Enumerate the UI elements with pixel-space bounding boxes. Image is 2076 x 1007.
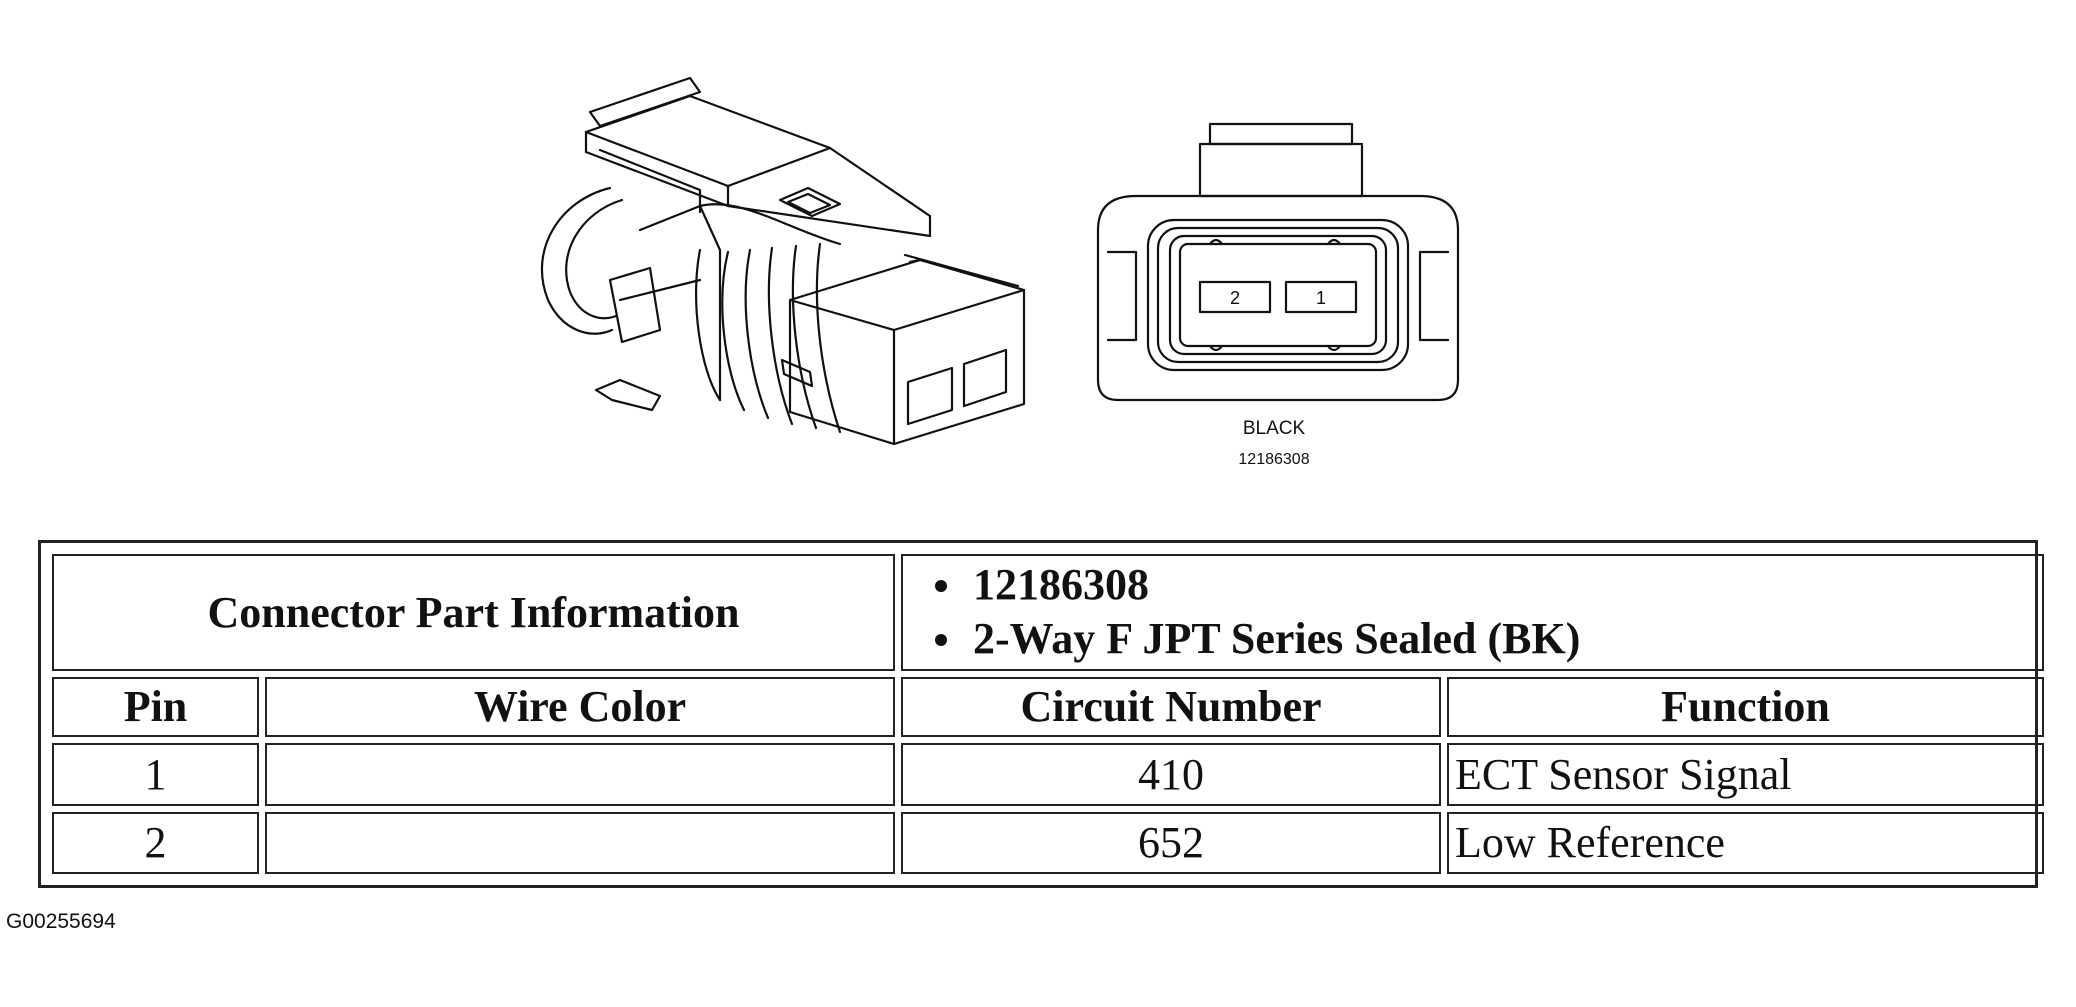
connector-part-number-label: 12186308 xyxy=(1238,451,1310,468)
figure-id: G00255694 xyxy=(6,910,116,933)
cavity-label-1: 1 xyxy=(1316,288,1326,308)
table-row: 1 410 ECT Sensor Signal xyxy=(52,743,2044,806)
column-header-pin: Pin xyxy=(52,676,259,738)
cavity-2 xyxy=(1198,280,1272,314)
table-row: 2 652 Low Reference xyxy=(52,811,2044,874)
part-description-item: 2-Way F JPT Series Sealed (BK) xyxy=(935,612,2036,666)
column-header-circuit-number: Circuit Number xyxy=(901,676,1441,738)
wire-color-cell xyxy=(265,811,895,874)
function-cell: Low Reference xyxy=(1447,811,2044,874)
function-cell: ECT Sensor Signal xyxy=(1447,743,2044,806)
connector-part-info-header: Connector Part Information xyxy=(52,554,895,671)
wire-color-cell xyxy=(265,743,895,806)
part-number-item: 12186308 xyxy=(935,558,2036,612)
connector-table: Connector Part Information 12186308 2-Wa… xyxy=(38,540,2044,888)
connector-part-info-values: 12186308 2-Way F JPT Series Sealed (BK) xyxy=(901,554,2044,671)
circuit-number-cell: 652 xyxy=(901,811,1441,874)
connector-drawing: 2 1 xyxy=(540,76,1460,446)
connector-isometric-view xyxy=(540,76,1026,446)
column-header-function: Function xyxy=(1447,676,2044,738)
connector-color-label: BLACK xyxy=(1242,418,1306,439)
pin-cell: 1 xyxy=(52,743,259,806)
cavity-label-2: 2 xyxy=(1230,288,1240,308)
pin-cell: 2 xyxy=(52,811,259,874)
column-header-wire-color: Wire Color xyxy=(265,676,895,738)
connector-face-view xyxy=(1096,122,1460,402)
cavity-1 xyxy=(1284,280,1358,314)
circuit-number-cell: 410 xyxy=(901,743,1441,806)
